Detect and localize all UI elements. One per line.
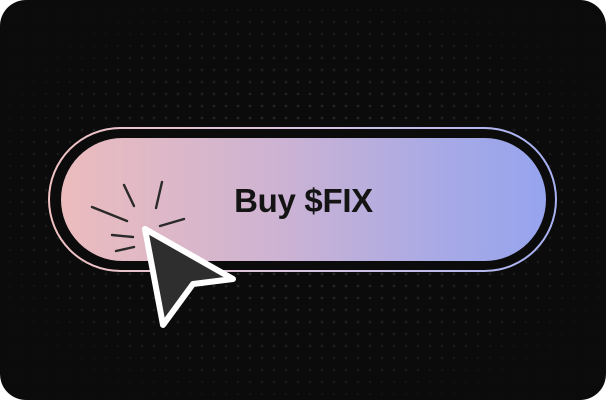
buy-fix-button[interactable]: Buy $FIX (61, 138, 546, 261)
buy-button-label: Buy $FIX (234, 181, 373, 219)
